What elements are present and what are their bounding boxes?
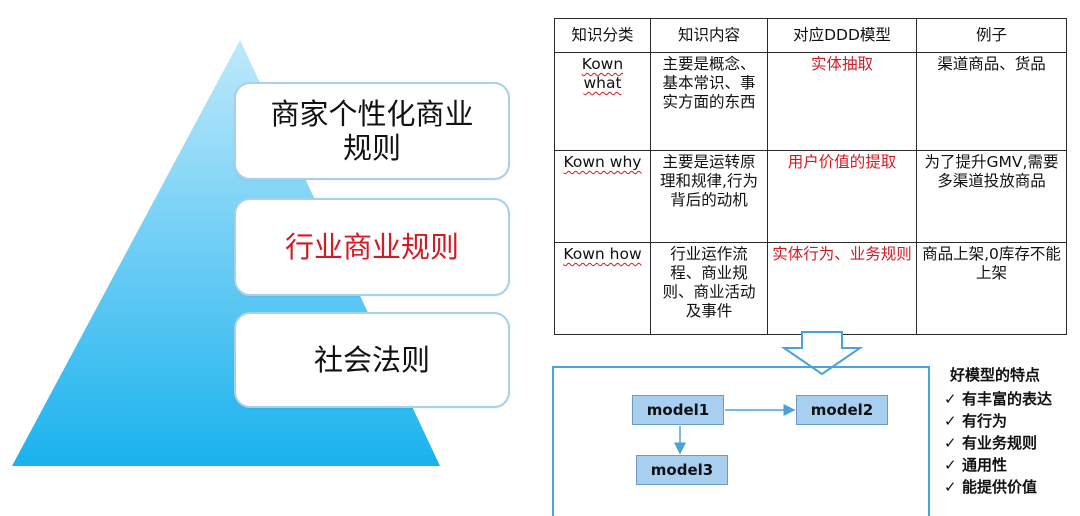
table-row: Kown how 行业运作流程、商业规则、商业活动及事件 实体行为、业务规则 商… xyxy=(554,242,1067,335)
category-cell: Kown how xyxy=(554,242,651,335)
table-row: Kown what 主要是概念、基本常识、事实方面的东西 实体抽取 渠道商品、货… xyxy=(554,52,1067,151)
category-cell: Kown why xyxy=(554,150,651,243)
feature-text: 通用性 xyxy=(962,456,1008,474)
ddd-cell: 实体行为、业务规则 xyxy=(767,242,917,335)
check-icon: ✓ xyxy=(944,478,957,496)
check-icon: ✓ xyxy=(944,412,957,430)
pyramid-tier-social-laws: 社会法则 xyxy=(234,312,510,408)
pyramid-tier-industry-rules: 行业商业规则 xyxy=(234,198,510,296)
category-text: Kown why xyxy=(563,153,642,171)
check-icon: ✓ xyxy=(944,456,957,474)
list-item: ✓ 有业务规则 xyxy=(944,432,1052,454)
content-cell: 行业运作流程、商业规则、商业活动及事件 xyxy=(650,242,768,335)
pyramid-tier-merchant-rules: 商家个性化商业 规则 xyxy=(234,82,510,180)
features-list: ✓ 有丰富的表达 ✓ 有行为 ✓ 有业务规则 ✓ 通用性 ✓ 能提供价值 xyxy=(944,388,1052,498)
category-text: Kown what xyxy=(581,55,624,92)
example-cell: 商品上架,0库存不能上架 xyxy=(916,242,1067,335)
table-row: Kown why 主要是运转原理和规律,行为背后的动机 用户价值的提取 为了提升… xyxy=(554,150,1067,243)
list-item: ✓ 能提供价值 xyxy=(944,476,1052,498)
category-text: Kown how xyxy=(563,245,642,263)
feature-text: 有丰富的表达 xyxy=(962,390,1053,408)
tier-label: 行业商业规则 xyxy=(284,230,459,264)
example-cell: 为了提升GMV,需要多渠道投放商品 xyxy=(916,150,1067,243)
feature-text: 有业务规则 xyxy=(962,434,1038,452)
tier-label: 社会法则 xyxy=(313,343,430,377)
features-title: 好模型的特点 xyxy=(950,366,1041,384)
model2-node: model2 xyxy=(796,395,888,425)
check-icon: ✓ xyxy=(944,434,957,452)
knowledge-table: 知识分类 知识内容 对应DDD模型 例子 Kown what 主要是概念、基本常… xyxy=(554,18,1067,335)
list-item: ✓ 有丰富的表达 xyxy=(944,388,1052,410)
example-cell: 渠道商品、货品 xyxy=(916,52,1067,151)
model-connectors xyxy=(674,404,796,455)
check-icon: ✓ xyxy=(944,390,957,408)
good-model-features: 好模型的特点 ✓ 有丰富的表达 ✓ 有行为 ✓ 有业务规则 ✓ 通用性 ✓ 能提供价值 xyxy=(944,364,1052,498)
model3-node: model3 xyxy=(636,455,728,485)
header-category: 知识分类 xyxy=(554,18,651,53)
header-content: 知识内容 xyxy=(650,18,768,53)
tier-label: 商家个性化商业 规则 xyxy=(270,97,474,165)
feature-text: 有行为 xyxy=(962,412,1008,430)
list-item: ✓ 通用性 xyxy=(944,454,1052,476)
down-arrow-icon xyxy=(780,331,864,376)
feature-text: 能提供价值 xyxy=(962,478,1038,496)
content-cell: 主要是运转原理和规律,行为背后的动机 xyxy=(650,150,768,243)
ddd-cell: 实体抽取 xyxy=(767,52,917,151)
list-item: ✓ 有行为 xyxy=(944,410,1052,432)
content-cell: 主要是概念、基本常识、事实方面的东西 xyxy=(650,52,768,151)
model-diagram-box xyxy=(552,366,930,516)
model1-node: model1 xyxy=(632,395,724,425)
